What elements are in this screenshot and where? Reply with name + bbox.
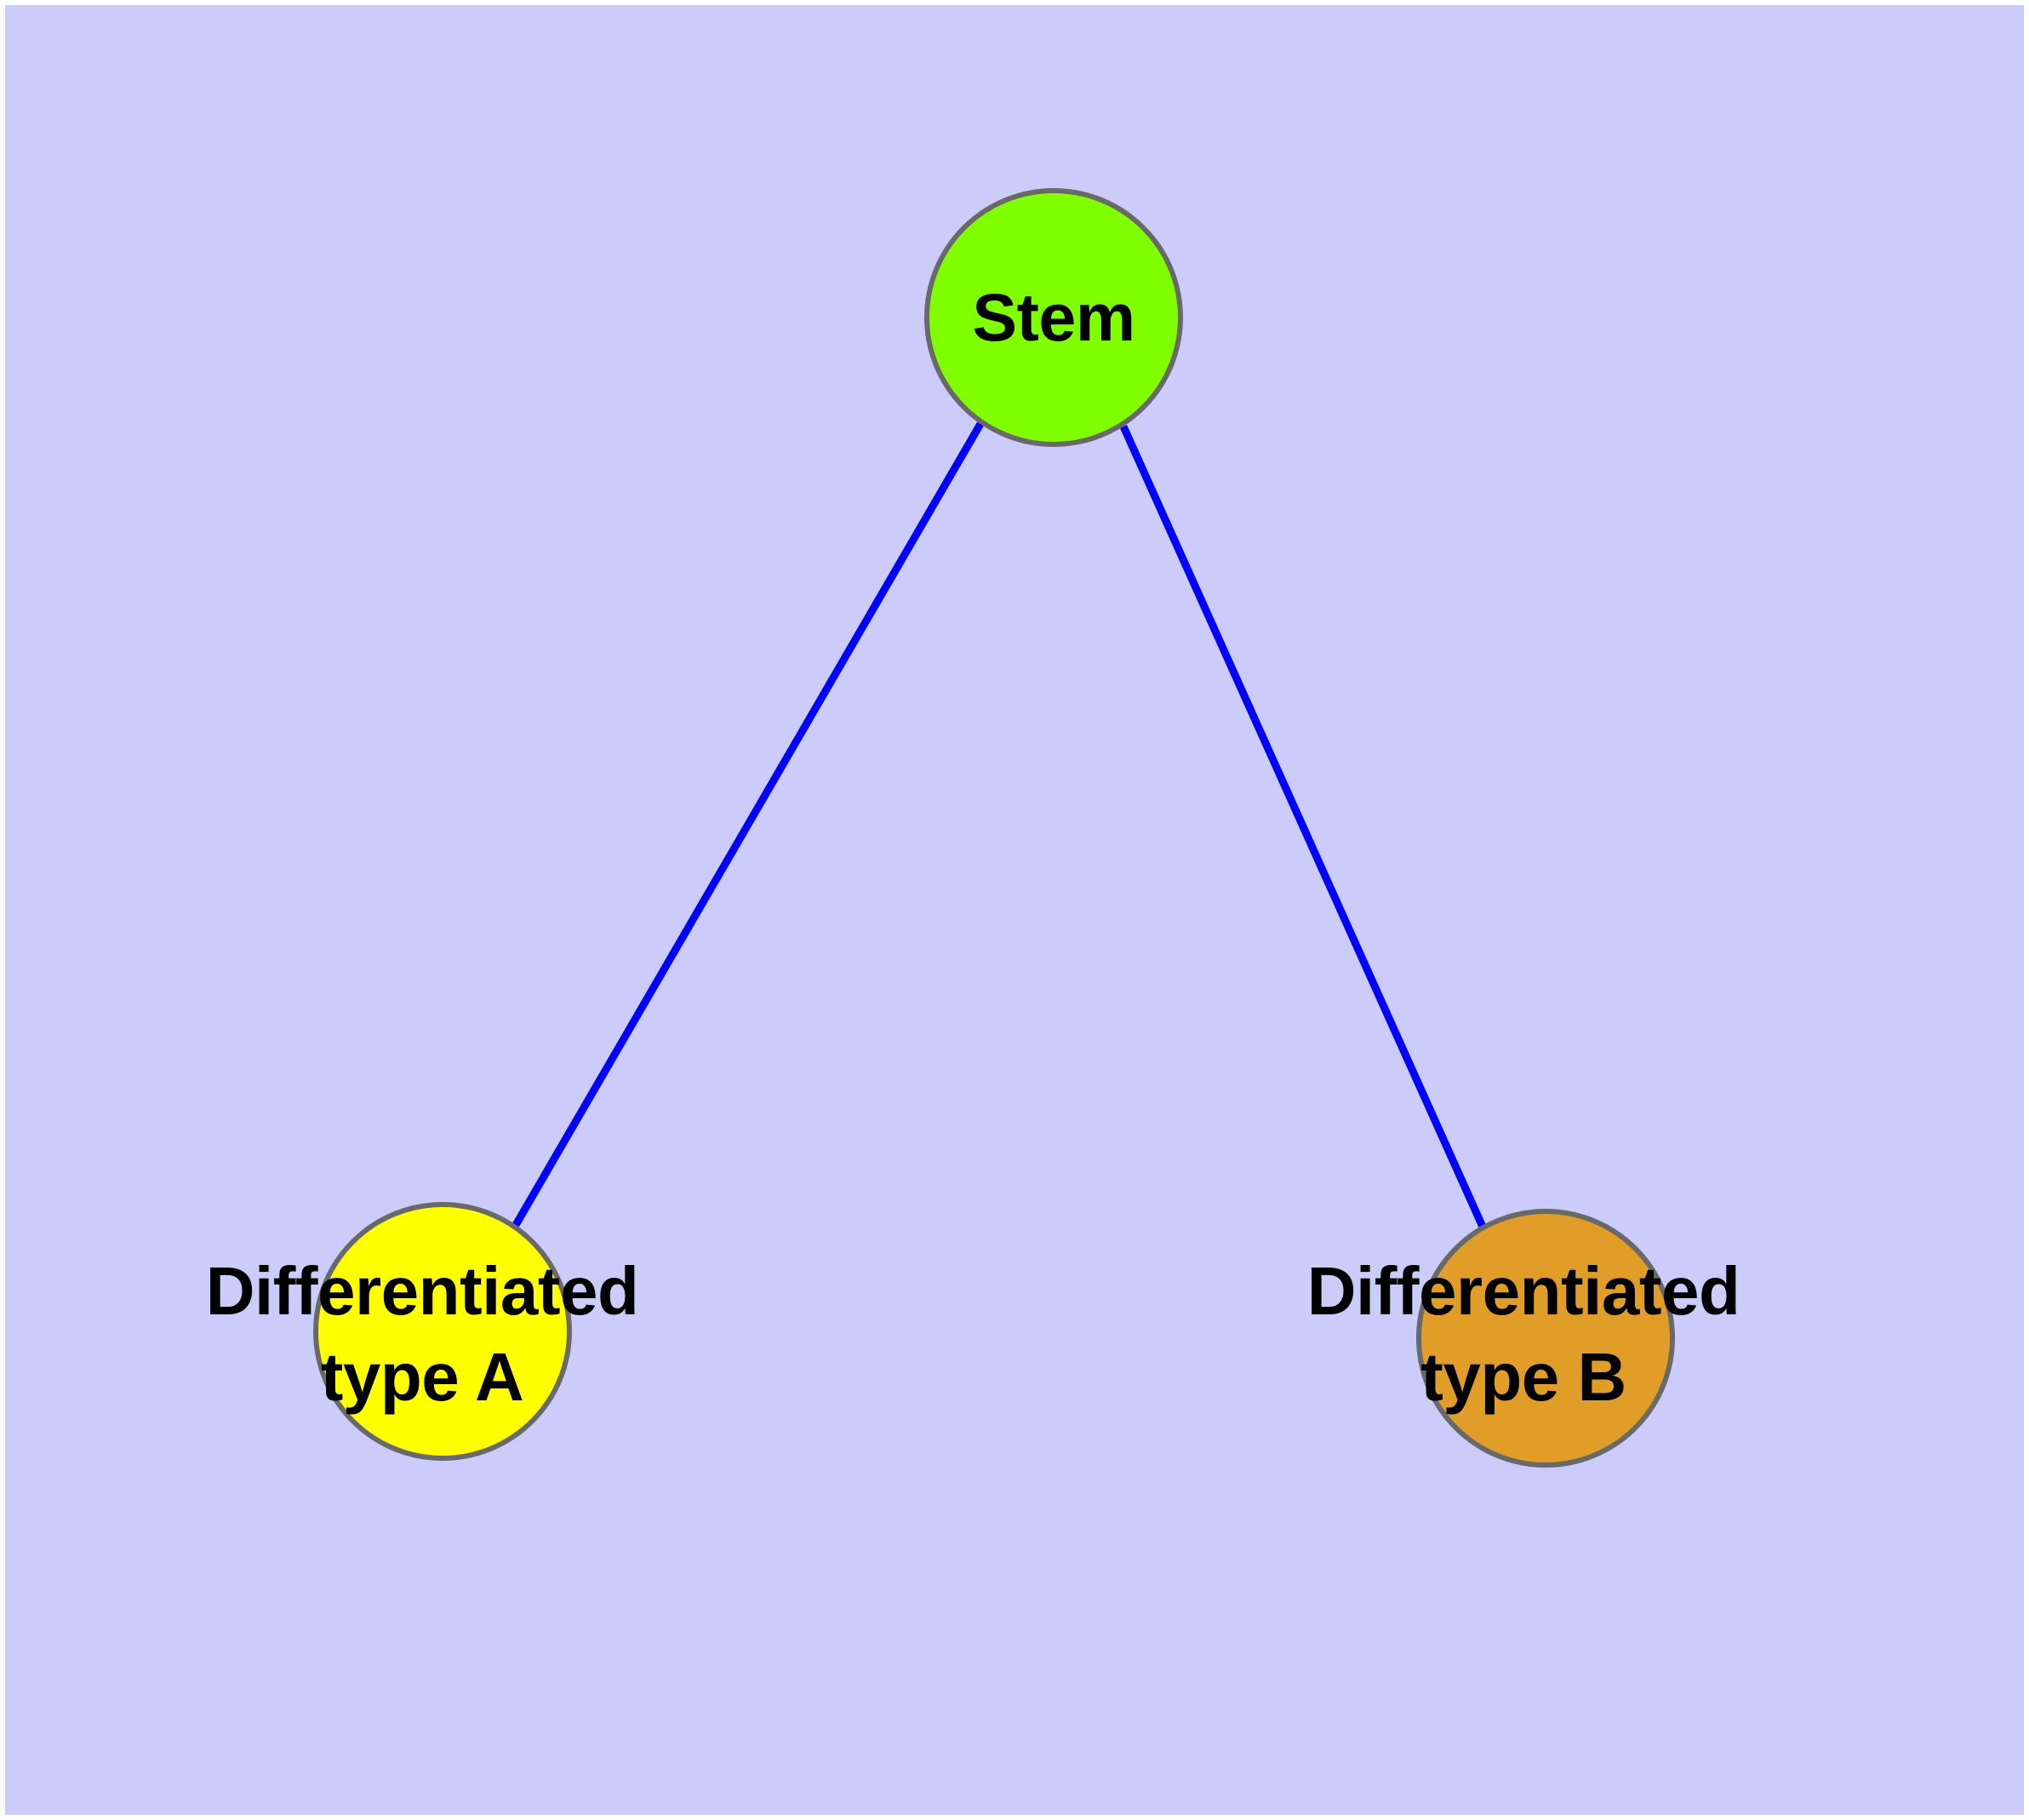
edge-stem-to-differentiated-type-b bbox=[1119, 425, 1487, 1228]
edge-stem-to-differentiated-type-a bbox=[512, 421, 984, 1228]
node-layer bbox=[313, 188, 1675, 1468]
node-differentiated-type-a[interactable] bbox=[313, 1202, 572, 1461]
node-differentiated-type-b[interactable] bbox=[1416, 1209, 1675, 1468]
edge-layer bbox=[512, 421, 1487, 1228]
node-stem[interactable] bbox=[924, 188, 1183, 447]
